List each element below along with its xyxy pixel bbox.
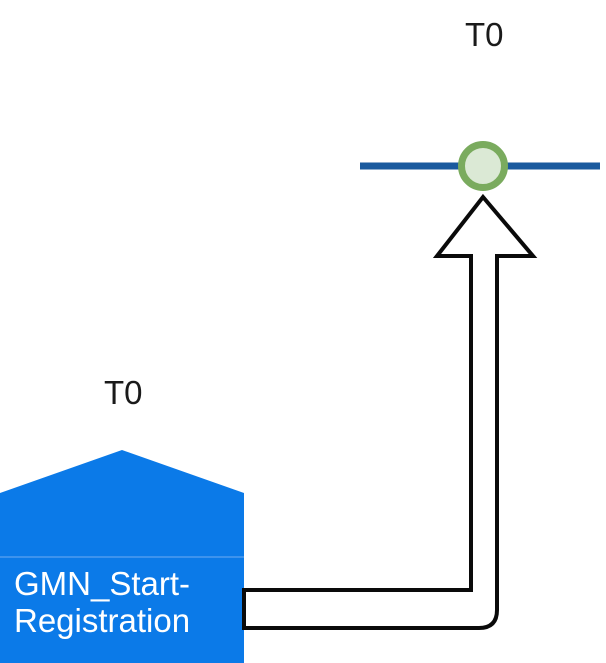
process-node-label: T0 bbox=[104, 374, 143, 411]
process-node-text: GMN_Start- Registration bbox=[14, 565, 191, 639]
process-node-shape[interactable] bbox=[0, 450, 244, 663]
start-event-label: T0 bbox=[465, 16, 504, 53]
start-event-circle[interactable] bbox=[458, 141, 508, 191]
connector-block-arrow[interactable] bbox=[242, 193, 538, 630]
